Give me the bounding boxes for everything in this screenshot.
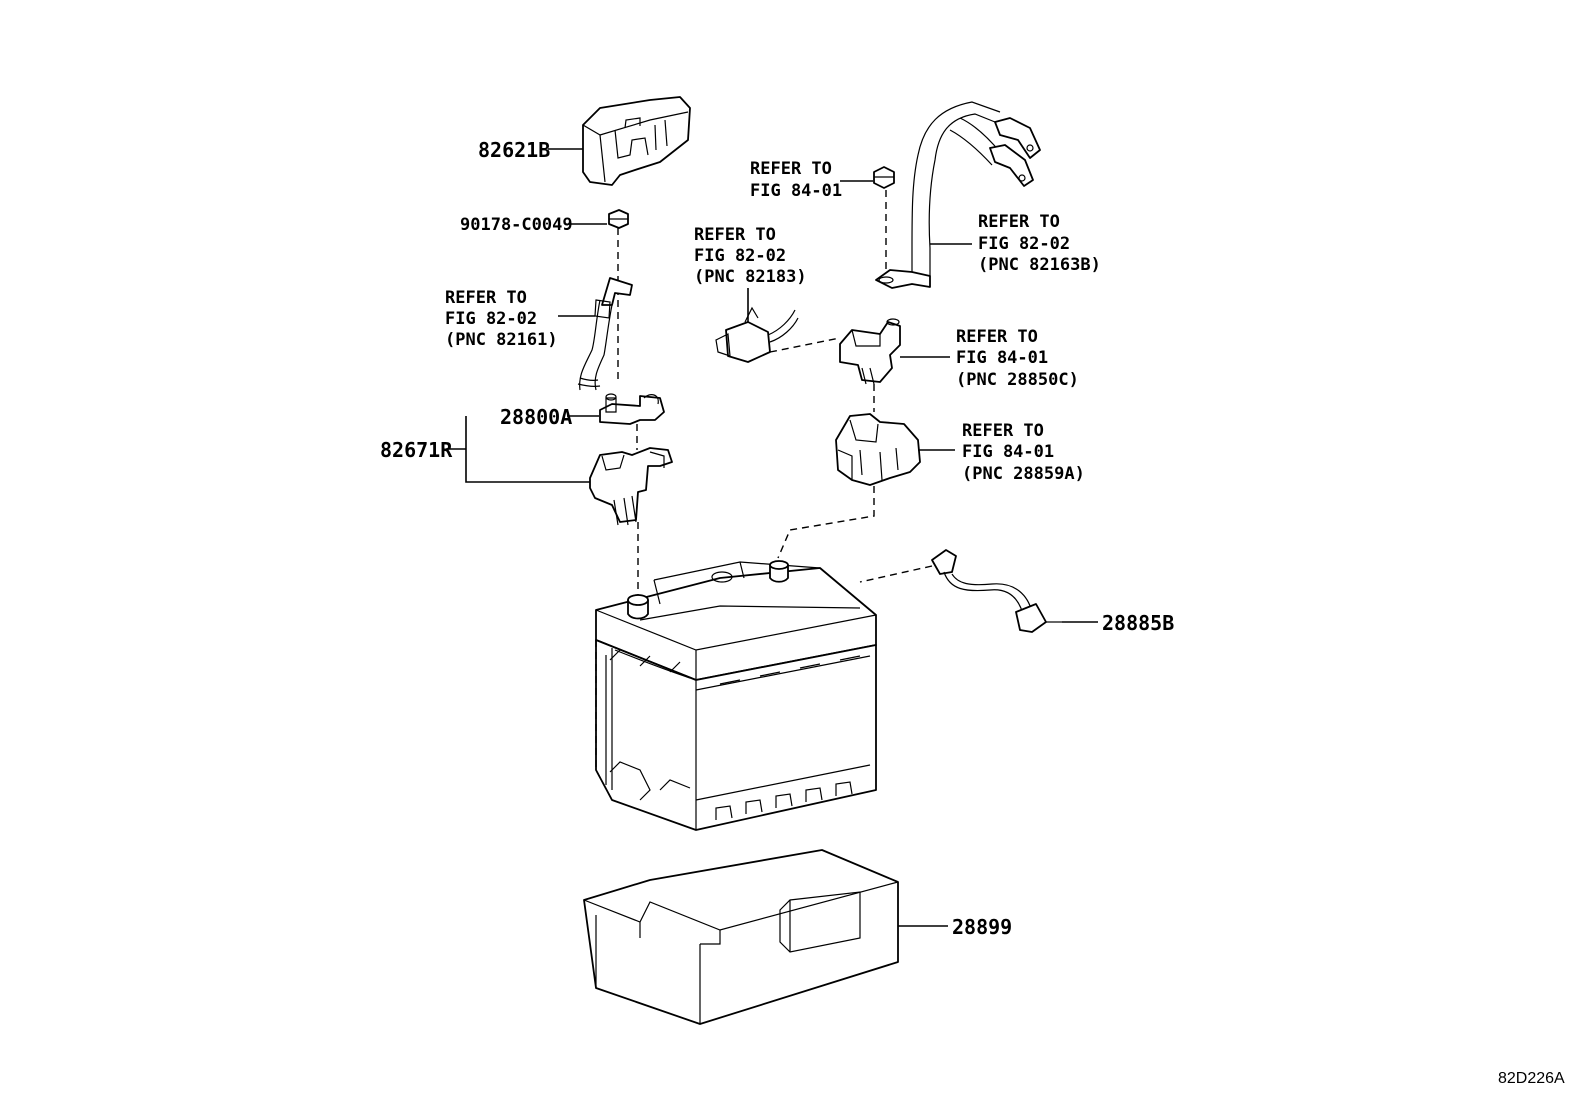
callout-28800a: 28800A <box>500 405 572 429</box>
svg-text:REFER TO: REFER TO <box>978 212 1060 232</box>
svg-text:REFER TO: REFER TO <box>694 225 776 245</box>
callout-ref-82161: REFER TO FIG 82-02 (PNC 82161) <box>445 288 558 350</box>
svg-text:REFER TO: REFER TO <box>956 327 1038 347</box>
svg-text:(PNC 82183): (PNC 82183) <box>694 267 807 287</box>
svg-text:FIG 82-02: FIG 82-02 <box>978 234 1070 254</box>
figure-id: 82D226A <box>1498 1070 1565 1087</box>
sensor-bracket-28859a[interactable] <box>835 413 921 486</box>
svg-text:FIG 82-02: FIG 82-02 <box>694 246 786 266</box>
clamp-holder-82671r[interactable] <box>589 447 673 526</box>
current-sensor-28850c[interactable] <box>839 318 901 385</box>
svg-text:REFER TO: REFER TO <box>445 288 527 308</box>
positive-cable-82163b[interactable] <box>875 101 1041 289</box>
sensor-connector-82183[interactable] <box>715 306 799 363</box>
callout-82671r: 82671R <box>380 438 453 462</box>
svg-text:(PNC 82163B): (PNC 82163B) <box>978 255 1101 275</box>
callout-ref-28850c: REFER TO FIG 84-01 (PNC 28850C) <box>956 327 1079 390</box>
svg-text:(PNC 28859A): (PNC 28859A) <box>962 464 1085 484</box>
svg-text:(PNC 28850C): (PNC 28850C) <box>956 370 1079 390</box>
battery[interactable] <box>595 560 877 831</box>
callout-28885b: 28885B <box>1102 611 1174 635</box>
callout-ref-82163b: REFER TO FIG 82-02 (PNC 82163B) <box>978 212 1101 275</box>
battery-tray-28899[interactable] <box>583 849 899 1025</box>
terminal-cover-82621b[interactable] <box>582 96 691 186</box>
callout-90178-c0049: 90178-C0049 <box>460 215 573 235</box>
clamp-28800a[interactable] <box>599 393 665 425</box>
callout-ref-82183: REFER TO FIG 82-02 (PNC 82183) <box>694 225 807 287</box>
svg-text:REFER TO: REFER TO <box>962 421 1044 441</box>
callout-28899: 28899 <box>952 915 1012 939</box>
nut-ref-84-01[interactable] <box>873 166 895 189</box>
svg-text:(PNC 82161): (PNC 82161) <box>445 330 558 350</box>
callout-ref-28859a: REFER TO FIG 84-01 (PNC 28859A) <box>962 421 1085 484</box>
svg-text:FIG 82-02: FIG 82-02 <box>445 309 537 329</box>
svg-text:REFER TO: REFER TO <box>750 159 832 179</box>
nut-90178-c0049[interactable] <box>608 209 629 229</box>
svg-text:FIG 84-01: FIG 84-01 <box>962 442 1054 462</box>
callout-ref-nut-84-01: REFER TO FIG 84-01 <box>750 159 842 201</box>
svg-text:FIG 84-01: FIG 84-01 <box>956 348 1048 368</box>
vent-hose-28885b[interactable] <box>931 549 1062 633</box>
callout-82621b: 82621B <box>478 138 550 162</box>
svg-text:FIG 84-01: FIG 84-01 <box>750 181 842 201</box>
negative-cable-82161[interactable] <box>577 277 633 391</box>
